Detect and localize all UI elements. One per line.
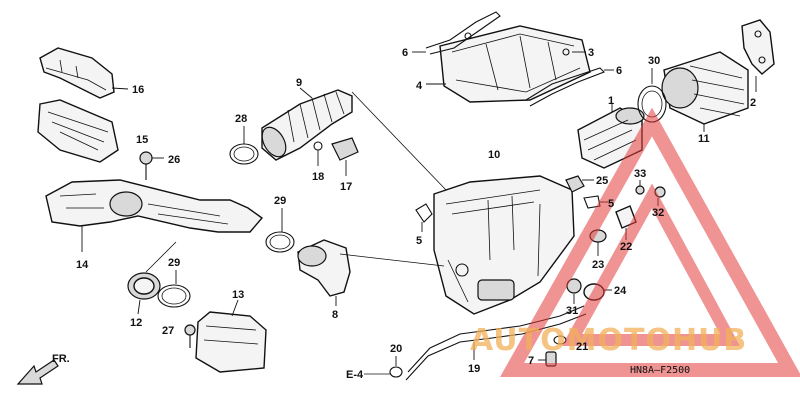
callout-26: 26 [168,154,180,166]
callout-7: 7 [528,355,534,367]
callout-16: 16 [132,84,144,96]
part-20-clamp [389,356,403,378]
part-6-wire-clips [412,11,614,107]
callout-18: 18 [312,171,324,183]
front-direction-arrow: FR. [16,353,70,385]
part-19-drain-tube [405,305,587,381]
callout-19: 19 [468,363,480,375]
callout-12: 12 [130,317,142,329]
reference-label: E-4 [346,369,364,381]
callout-4: 4 [416,80,423,92]
part-26-bolt [139,151,164,180]
diagram-code: HN8A–F2500 [630,365,690,376]
callout-33: 33 [634,168,646,180]
part-16-cover [39,47,129,99]
part-17-18-small [313,137,359,176]
callout-29-lower: 29 [168,257,180,269]
part-1-filter-element [577,104,645,169]
part-28-clamp [229,126,259,165]
callout-6-left: 6 [402,47,408,59]
watermark-triangle [500,107,800,377]
part-tray-housing [37,99,119,163]
watermark: AUTOMOTOHUB [470,107,800,377]
callout-25: 25 [596,175,608,187]
callout-20: 20 [390,343,402,355]
callout-10: 10 [488,149,500,161]
part-12-ring [127,272,161,315]
callout-5-right: 5 [608,198,614,210]
callout-32: 32 [652,207,664,219]
part-14-intake-duct [45,179,264,252]
callout-8: 8 [332,309,338,321]
part-10-airbox [433,175,575,315]
callout-14: 14 [76,259,89,271]
callout-9: 9 [296,77,302,89]
part-13-sleeve [195,299,267,373]
part-7-plug [538,351,557,367]
part-11-filter [661,51,749,132]
callout-2: 2 [750,97,756,109]
callout-15: 15 [136,134,148,146]
callout-1: 1 [608,95,614,107]
callout-24: 24 [614,285,627,297]
callout-28: 28 [235,113,247,125]
part-29-clamp-lower [157,270,191,308]
callout-27: 27 [162,325,174,337]
reference-lines [145,91,447,375]
callout-31: 31 [566,305,578,317]
callout-22: 22 [620,241,632,253]
callout-30: 30 [648,55,660,67]
callout-5-left: 5 [416,235,422,247]
part-9-boot [261,87,353,161]
part-4-lid [426,25,591,103]
callout-11: 11 [698,133,710,145]
callout-23: 23 [592,259,604,271]
callout-17: 17 [340,181,352,193]
callout-29-upper: 29 [274,195,286,207]
direction-label: FR. [52,353,70,365]
watermark-text: AUTOMOTOHUB [470,323,747,358]
part-5-clip-left [415,203,433,232]
callout-13: 13 [232,289,244,301]
callout-6-right: 6 [616,65,622,77]
part-27-bolt [184,324,196,348]
part-29-clamp-upper [265,208,295,253]
part-25-fitting [565,175,594,193]
callout-3: 3 [588,47,594,59]
callout-21: 21 [576,341,588,353]
part-2-bracket [741,19,775,92]
part-8-elbow [297,239,351,306]
